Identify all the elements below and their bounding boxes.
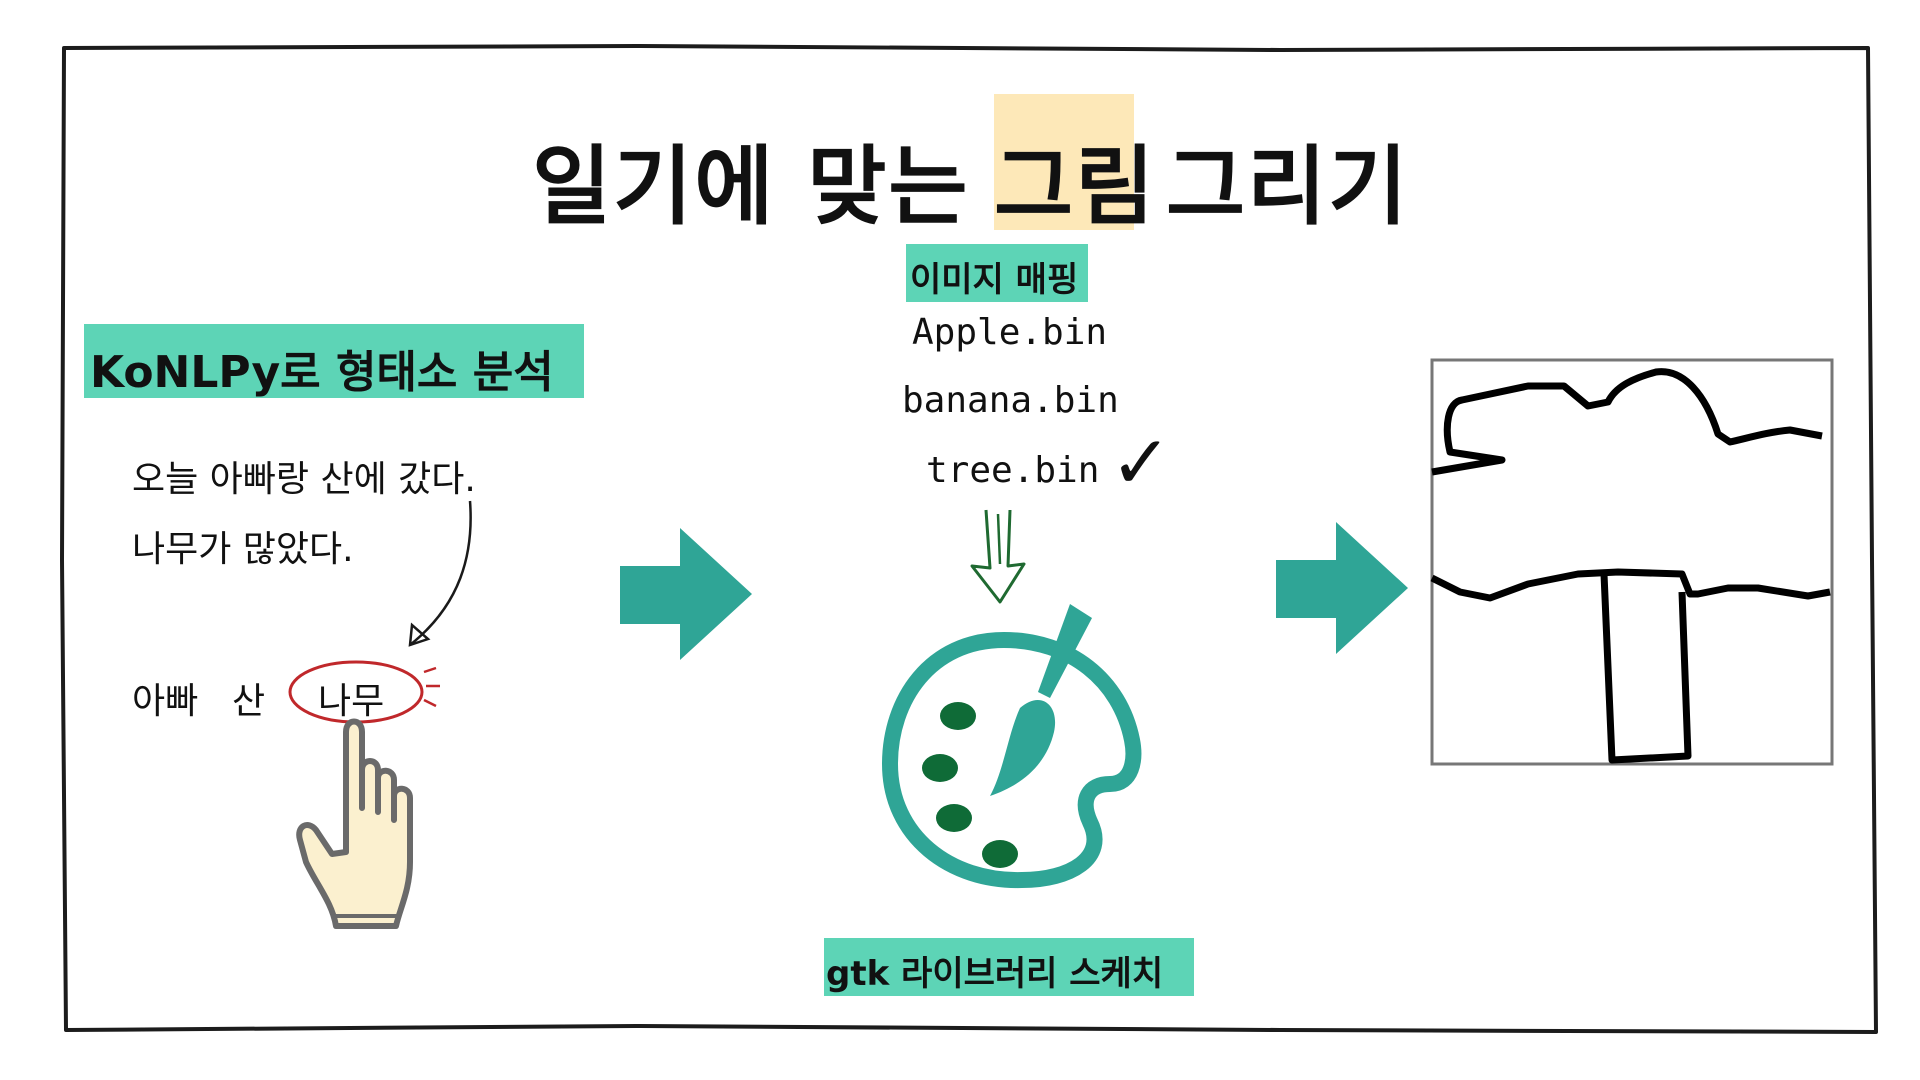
token-selected: 나무: [318, 681, 385, 722]
title-part1: 일기에 맞는: [532, 137, 970, 237]
step2-label: 이미지 매핑: [910, 260, 1079, 300]
right-arrow-icon: [1276, 522, 1408, 654]
file-item-3: tree.bin: [926, 450, 1100, 491]
checkmark-icon: ✓: [1110, 420, 1173, 506]
title-highlight: 그림: [994, 137, 1157, 237]
token-2: 산: [232, 681, 266, 722]
diary-sentence-2: 나무가 많았다.: [132, 529, 354, 570]
step1-label-bg: [84, 324, 584, 398]
step2-label-bg: [906, 244, 1088, 302]
paint-palette-icon: [881, 604, 1142, 889]
step2-bottom-label-bg: [824, 938, 1194, 996]
pointing-hand-icon: [296, 718, 413, 929]
title-highlight-box: [994, 94, 1134, 230]
diary-sentence-1: 오늘 아빠랑 산에 갔다.: [132, 459, 476, 500]
tree-sketch-icon: [1430, 358, 1834, 766]
step1-label: KoNLPy로 형태소 분석: [90, 347, 554, 398]
token-1: 아빠: [132, 681, 199, 722]
curved-arrow-icon: [408, 500, 472, 647]
title-part2: 그리기: [1166, 137, 1410, 237]
file-item-1: Apple.bin: [912, 312, 1108, 353]
down-arrow-icon: [970, 509, 1026, 604]
right-arrow-icon: [620, 528, 752, 660]
file-item-2: banana.bin: [902, 380, 1119, 421]
step2-bottom-label: gtk 라이브러리 스케치: [826, 954, 1164, 994]
